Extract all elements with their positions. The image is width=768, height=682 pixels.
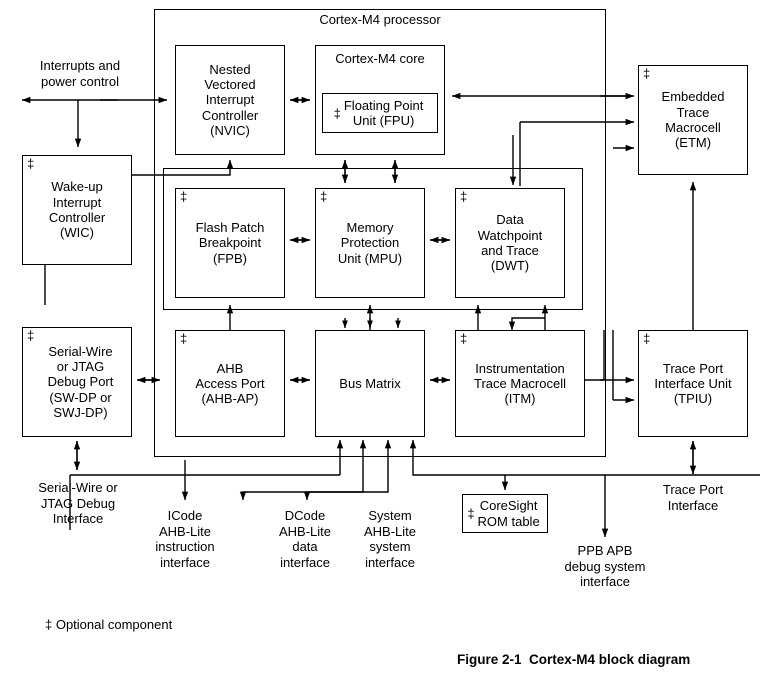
block-sw-dp-label: Serial-Wire or JTAG Debug Port (SW-DP or… [47, 343, 114, 420]
block-dwt[interactable]: ‡ Data Watchpoint and Trace (DWT) [455, 188, 565, 298]
block-cortex-m4-core-label: Cortex-M4 core [335, 51, 425, 66]
debug-subsystem-frame [163, 168, 583, 310]
block-sw-dp[interactable]: ‡ Serial-Wire or JTAG Debug Port (SW-DP … [22, 327, 132, 437]
block-tpiu-label: Trace Port Interface Unit (TPIU) [654, 360, 732, 407]
block-itm-label: Instrumentation Trace Macrocell (ITM) [474, 360, 566, 407]
block-etm-label: Embedded Trace Macrocell (ETM) [661, 89, 725, 151]
block-ahb-ap[interactable]: ‡ AHB Access Port (AHB-AP) [175, 330, 285, 437]
processor-group-frame [154, 9, 606, 457]
block-wic-label: Wake-up Interrupt Controller (WIC) [48, 179, 106, 241]
block-etm[interactable]: ‡ Embedded Trace Macrocell (ETM) [638, 65, 748, 175]
block-wic[interactable]: ‡ Wake-up Interrupt Controller (WIC) [22, 155, 132, 265]
block-mpu-label: Memory Protection Unit (MPU) [337, 220, 403, 266]
block-nvic[interactable]: Nested Vectored Interrupt Controller (NV… [175, 45, 285, 155]
block-itm[interactable]: ‡ Instrumentation Trace Macrocell (ITM) [455, 330, 585, 437]
block-mpu[interactable]: ‡ Memory Protection Unit (MPU) [315, 188, 425, 298]
label-icode-interface: ICode AHB-Lite instruction interface [155, 508, 215, 570]
label-dcode-interface: DCode AHB-Lite data interface [278, 508, 332, 570]
optional-dagger-icon: ‡ [460, 331, 468, 346]
optional-dagger-icon: ‡ [460, 189, 468, 204]
label-serial-wire-jtag-debug-interface: Serial-Wire or JTAG Debug Interface [38, 480, 118, 527]
optional-dagger-icon: ‡ [643, 66, 651, 81]
optional-dagger-icon: ‡ [333, 105, 341, 121]
optional-dagger-icon: ‡ [643, 331, 651, 346]
optional-component-legend: ‡ Optional component [45, 617, 173, 632]
block-dwt-label: Data Watchpoint and Trace (DWT) [477, 212, 543, 274]
optional-dagger-icon: ‡ [180, 189, 188, 204]
optional-dagger-icon: ‡ [467, 506, 475, 521]
label-system-interface: System AHB-Lite system interface [363, 508, 417, 570]
block-fpb-label: Flash Patch Breakpoint (FPB) [195, 220, 265, 266]
block-bus-matrix-label: Bus Matrix [339, 375, 401, 391]
block-ahb-ap-label: AHB Access Port (AHB-AP) [195, 360, 265, 407]
block-coresight-rom-table-label: CoreSight ROM table [477, 498, 540, 529]
block-coresight-rom-table[interactable]: ‡ CoreSight ROM table [462, 494, 548, 533]
block-fpb[interactable]: ‡ Flash Patch Breakpoint (FPB) [175, 188, 285, 298]
label-ppb-apb-debug-system-interface: PPB APB debug system interface [564, 543, 646, 590]
processor-group-title: Cortex-M4 processor [319, 12, 441, 27]
optional-dagger-icon: ‡ [27, 156, 35, 171]
optional-dagger-icon: ‡ [320, 189, 328, 204]
block-nvic-label: Nested Vectored Interrupt Controller (NV… [201, 61, 259, 138]
optional-dagger-icon: ‡ [180, 331, 188, 346]
label-interrupts-and-power-control: Interrupts and power control [39, 58, 121, 89]
block-fpu-label: Floating Point Unit (FPU) [343, 97, 424, 128]
label-trace-port-interface: Trace Port Interface [662, 482, 724, 513]
block-tpiu[interactable]: ‡ Trace Port Interface Unit (TPIU) [638, 330, 748, 437]
block-fpu[interactable]: ‡ Floating Point Unit (FPU) [322, 93, 438, 133]
figure-caption: Figure 2-1 Cortex-M4 block diagram [457, 652, 691, 667]
block-bus-matrix[interactable]: Bus Matrix [315, 330, 425, 437]
optional-dagger-icon: ‡ [27, 328, 35, 343]
